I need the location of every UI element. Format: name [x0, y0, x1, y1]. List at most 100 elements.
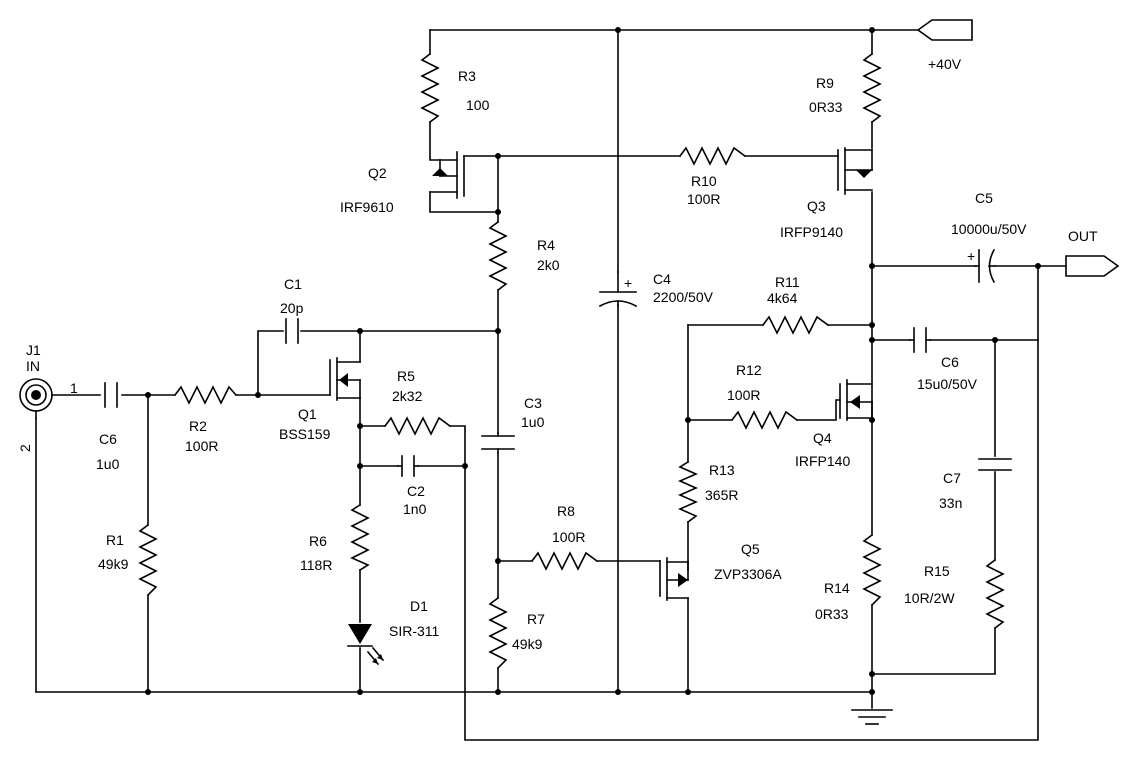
mosfet-q4 [839, 379, 873, 421]
r3-designator: R3 [458, 68, 476, 84]
resistor-r8 [530, 551, 599, 571]
wires [35, 29, 1067, 741]
junction-dot [255, 392, 261, 398]
q2-designator: Q2 [368, 165, 387, 181]
output-label: OUT [1068, 228, 1098, 244]
capacitor-c1 [285, 318, 299, 344]
resistor-r14 [862, 533, 882, 607]
c5-value: 10000u/50V [951, 221, 1027, 237]
r5-value: 2k32 [392, 388, 423, 404]
capacitor-c7 [978, 458, 1012, 471]
c2-designator: C2 [407, 483, 425, 499]
junction-dot [145, 689, 151, 695]
c5-designator: C5 [975, 190, 993, 206]
c6-input-designator: C6 [99, 431, 117, 447]
junction-dot [495, 328, 501, 334]
d1-value: SIR-311 [389, 623, 440, 639]
c6-output-value: 15u0/50V [917, 376, 978, 392]
ground-symbol [851, 709, 893, 725]
mosfet-q5 [659, 557, 689, 601]
r12-value: 100R [727, 387, 760, 403]
resistor-r10 [678, 146, 747, 166]
junction-dot [869, 671, 875, 677]
j1-in-label: IN [26, 358, 40, 374]
r1-designator: R1 [106, 532, 124, 548]
c4-plus-marker: + [624, 275, 632, 291]
r4-value: 2k0 [537, 257, 560, 273]
c2-value: 1n0 [403, 501, 427, 517]
r9-value: 0R33 [809, 99, 843, 115]
capacitor-c5-electrolytic [974, 248, 996, 284]
capacitor-c2 [397, 455, 419, 477]
q1-designator: Q1 [298, 406, 317, 422]
q4-designator: Q4 [813, 430, 832, 446]
junction-dot [869, 689, 875, 695]
r7-designator: R7 [527, 611, 545, 627]
resistor-r1 [138, 523, 158, 597]
capacitor-c6-input [104, 382, 118, 408]
capacitor-c3 [481, 432, 515, 454]
r2-value: 100R [185, 438, 218, 454]
mosfet-arrow [856, 170, 872, 178]
q1-value: BSS159 [279, 426, 331, 442]
resistor-r7 [488, 596, 508, 670]
junction-dot [1035, 263, 1041, 269]
j1-pin2-label: 2 [17, 444, 33, 452]
resistor-r4 [488, 220, 508, 292]
c5-plus-marker: + [967, 248, 975, 264]
resistor-r2 [173, 385, 238, 405]
r3-value: 100 [466, 97, 490, 113]
capacitor-c6-output [909, 327, 931, 353]
junction-dot [357, 328, 363, 334]
r7-value: 49k9 [512, 636, 543, 652]
junction-dot [869, 322, 875, 328]
q5-designator: Q5 [741, 541, 760, 557]
c4-designator: C4 [653, 271, 671, 287]
r10-designator: R10 [691, 173, 717, 189]
junction-dot [992, 337, 998, 343]
supply-voltage-label: +40V [928, 56, 962, 72]
r2-designator: R2 [189, 418, 207, 434]
q4-value: IRFP140 [795, 453, 850, 469]
output-terminal-flag [1065, 255, 1120, 277]
c7-value: 33n [939, 495, 962, 511]
q3-value: IRFP9140 [780, 224, 843, 240]
led-d1 [347, 624, 385, 666]
c6-input-value: 1u0 [96, 456, 120, 472]
resistor-r13 [678, 460, 698, 524]
mosfet-arrow [678, 573, 688, 587]
junction-dot [495, 209, 501, 215]
q3-designator: Q3 [807, 198, 826, 214]
transistors [329, 147, 873, 601]
r6-designator: R6 [309, 533, 327, 549]
resistor-r6 [350, 503, 370, 572]
resistor-r11 [761, 315, 830, 335]
r15-value: 10R/2W [904, 590, 955, 606]
capacitors [104, 248, 1012, 477]
labels: +40V OUT J1 IN 1 2 C6 1u0 R1 49k9 R2 100… [17, 56, 1098, 652]
mosfet-q2 [429, 151, 499, 199]
r14-designator: R14 [824, 580, 850, 596]
input-jack-j1 [19, 378, 53, 419]
junction-dot [869, 263, 875, 269]
r12-designator: R12 [736, 362, 762, 378]
junction-dot [357, 423, 363, 429]
junction-dot [685, 417, 691, 423]
junctions [145, 27, 1041, 695]
junction-dot [462, 463, 468, 469]
r6-value: 118R [300, 557, 332, 573]
mosfet-arrow [339, 373, 348, 387]
r13-value: 365R [705, 487, 738, 503]
resistor-r9 [862, 52, 882, 124]
r1-value: 49k9 [98, 556, 129, 572]
c1-designator: C1 [284, 276, 302, 292]
c3-designator: C3 [524, 395, 542, 411]
c4-value: 2200/50V [653, 289, 714, 305]
c6-output-designator: C6 [941, 354, 959, 370]
r11-designator: R11 [775, 274, 800, 290]
junction-dot [357, 463, 363, 469]
junction-dot [869, 27, 875, 33]
q2-value: IRF9610 [340, 199, 394, 215]
r15-designator: R15 [924, 563, 950, 579]
